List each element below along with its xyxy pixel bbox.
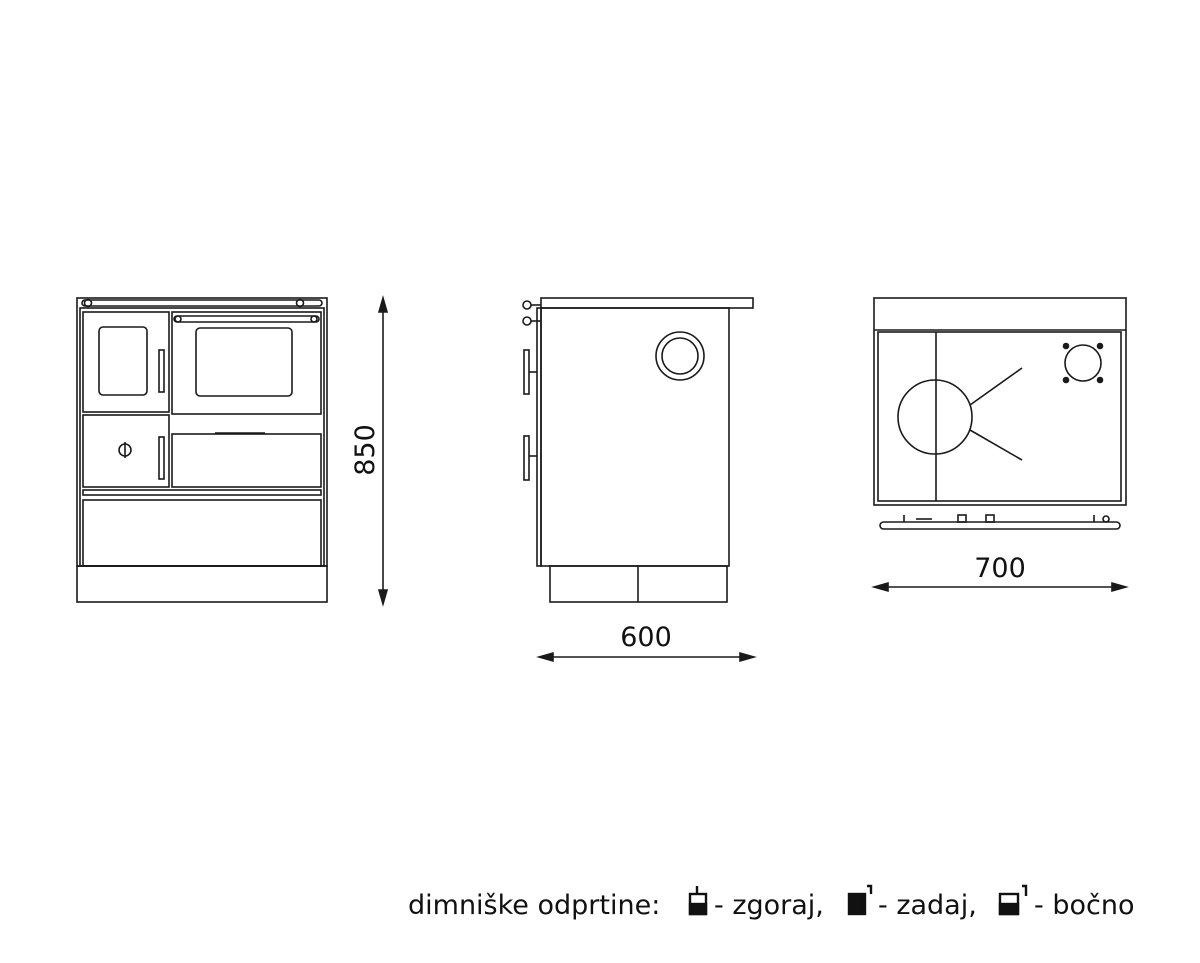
depth-dimension — [536, 651, 757, 663]
rail-knob-left — [83, 298, 93, 308]
height-dimension — [377, 295, 389, 607]
oven-knob-left — [174, 315, 182, 323]
top-view — [873, 297, 1127, 530]
side-door-handle-2 — [523, 435, 530, 481]
side-door-handle-1 — [523, 349, 530, 395]
legend-label-side: - bočno — [1034, 890, 1134, 921]
width-label: 700 — [974, 553, 1026, 584]
flue-rear-icon — [847, 884, 873, 916]
ash-door — [82, 414, 170, 488]
side-cooktop — [540, 297, 754, 309]
ring-arm-bottom — [969, 429, 1023, 461]
ash-door-handle — [158, 436, 165, 480]
front-body-outline — [76, 297, 328, 567]
front-view — [76, 297, 328, 603]
side-body — [540, 307, 730, 567]
side-view — [522, 297, 754, 603]
firebox-door — [82, 311, 170, 413]
top-flue-opening — [1064, 344, 1102, 382]
legend-label-top: - zgoraj, — [714, 890, 824, 921]
legend-label-rear: - zadaj, — [878, 890, 977, 921]
side-rail-knob-1 — [522, 300, 532, 310]
cooktop-plate — [877, 331, 1122, 502]
drawer-rail — [82, 489, 322, 496]
lower-door — [171, 433, 322, 488]
front-plinth — [76, 565, 328, 603]
width-dimension — [871, 581, 1129, 593]
oven-window — [195, 327, 293, 397]
flue-side-icon — [998, 884, 1028, 916]
side-flue-inner — [661, 337, 699, 375]
oven-handle-rail — [173, 315, 320, 323]
oven-door — [171, 311, 322, 415]
front-inner-frame — [79, 307, 325, 567]
firebox-handle — [158, 349, 165, 393]
flue-top-icon — [688, 886, 708, 916]
firebox-window — [98, 326, 148, 396]
height-label: 850 — [350, 424, 381, 476]
side-rail-knob-2 — [522, 316, 532, 326]
front-top-rail — [81, 299, 323, 307]
top-front-rail — [879, 521, 1121, 530]
wood-drawer — [82, 499, 322, 567]
top-outline — [873, 297, 1127, 506]
side-front-edge — [536, 307, 542, 567]
oven-knob-right — [310, 315, 318, 323]
rail-knob-right — [295, 298, 305, 308]
ring-arm-top — [969, 367, 1023, 406]
legend-prefix: dimniške odprtine: — [408, 890, 660, 921]
depth-label: 600 — [620, 622, 672, 653]
side-flue-outer — [655, 331, 705, 381]
cooking-ring — [897, 379, 973, 455]
